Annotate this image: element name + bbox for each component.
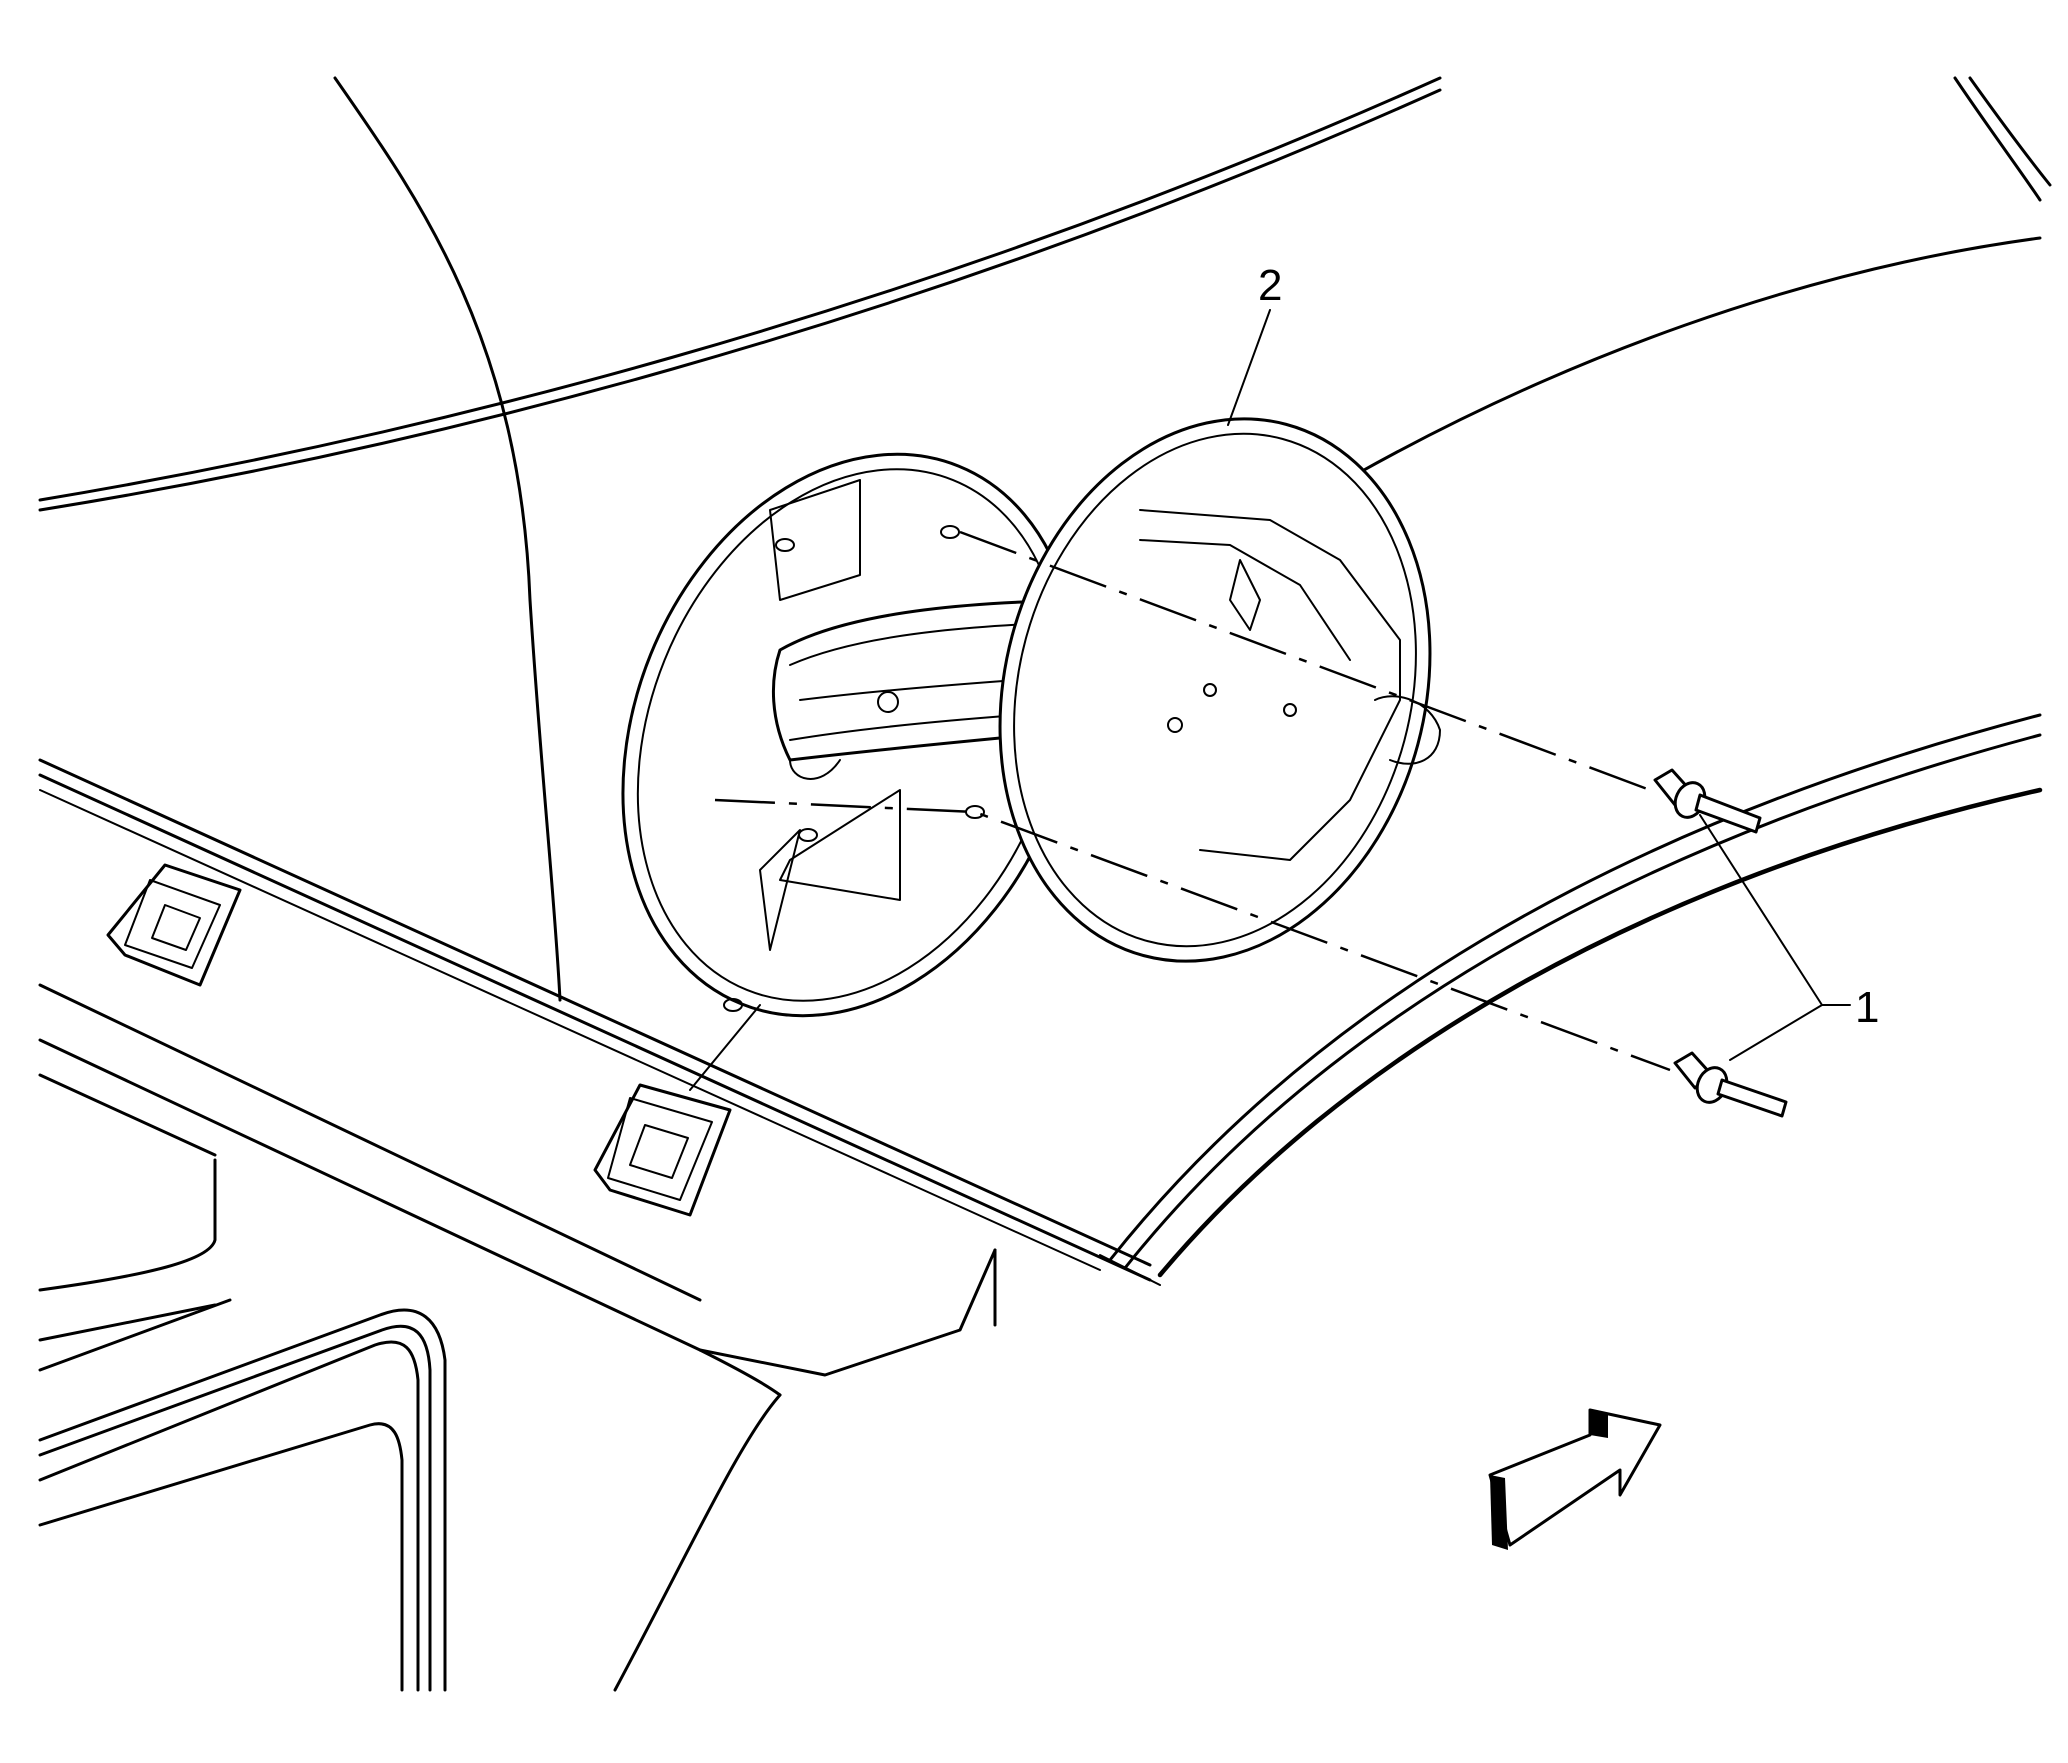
vehicle-body-panel — [38, 76, 2052, 1692]
fuel-door — [998, 417, 1441, 963]
fastener-upper — [1653, 768, 1762, 834]
trim-clip-lower — [593, 1083, 732, 1217]
fastener-alignment-lines — [714, 530, 1671, 1072]
fastener-lower — [1673, 1051, 1788, 1118]
callout-label-fuel-door: 2 — [1258, 261, 1282, 310]
callout-leaders — [1227, 309, 1851, 1061]
view-direction-arrow-icon — [1488, 1408, 1662, 1550]
callout-label-fastener: 1 — [1855, 983, 1879, 1032]
trim-clip-upper — [106, 863, 242, 987]
